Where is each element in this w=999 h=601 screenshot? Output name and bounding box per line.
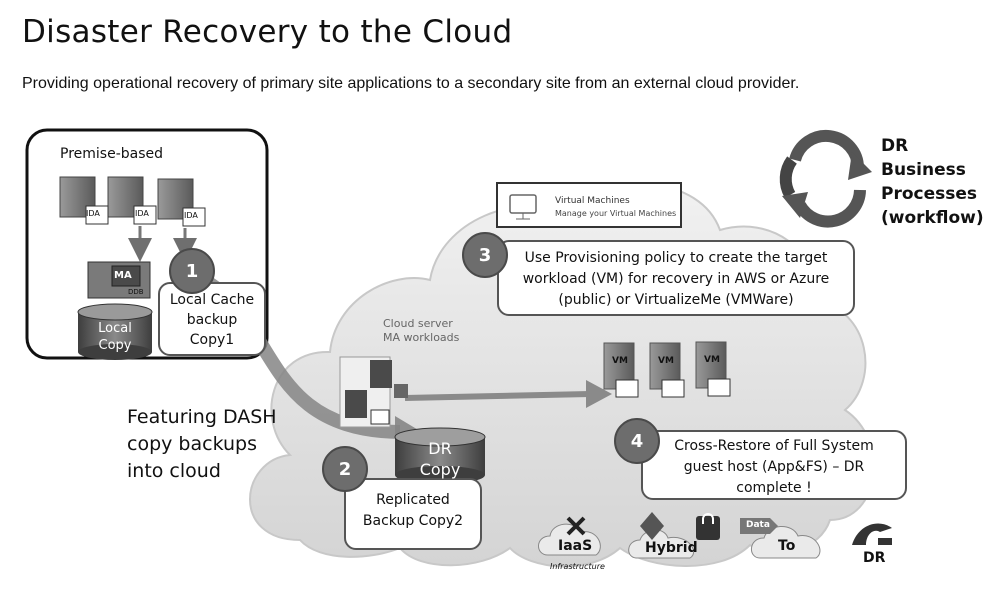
iaas-label: IaaS bbox=[558, 538, 593, 554]
vm-card-subtitle: Manage your Virtual Machines bbox=[555, 209, 677, 218]
dr-label: DR bbox=[863, 550, 886, 566]
page-title: Disaster Recovery to the Cloud bbox=[22, 14, 513, 50]
data-to-cloud-icon bbox=[740, 518, 821, 559]
iaas-cloud-icon bbox=[538, 516, 601, 556]
premise-label: Premise-based bbox=[60, 146, 164, 162]
vm-label: VM bbox=[658, 356, 674, 366]
dr-business-label: DR Business Processes (workflow) bbox=[881, 136, 984, 228]
premise-arrows bbox=[128, 226, 197, 262]
step-3-box: Use Provisioning policy to create the ta… bbox=[497, 240, 855, 316]
vm-label: VM bbox=[612, 356, 628, 366]
vm-label: VM bbox=[704, 355, 720, 365]
ma-label: MA bbox=[114, 270, 132, 281]
dr-copy-label: DR Copy bbox=[419, 439, 461, 479]
step-1-badge: 1 bbox=[169, 248, 215, 294]
cloud-server-label: Cloud server MA workloads bbox=[383, 317, 460, 344]
step-4-badge: 4 bbox=[614, 418, 660, 464]
ida-label: IDA bbox=[135, 209, 149, 218]
to-label: To bbox=[778, 538, 796, 554]
local-copy-cylinder bbox=[77, 303, 153, 360]
virtual-machines-card bbox=[496, 182, 682, 228]
cloud-monitor-icon bbox=[509, 194, 537, 220]
ddb-label: DDB bbox=[128, 288, 144, 296]
page-subtitle: Providing operational recovery of primar… bbox=[22, 75, 800, 92]
local-copy-label: Local Copy bbox=[98, 321, 132, 353]
step-2-box: Replicated Backup Copy2 bbox=[344, 478, 482, 550]
hybrid-label: Hybrid bbox=[645, 540, 698, 556]
hybrid-icon bbox=[628, 512, 720, 559]
ida-label: IDA bbox=[184, 211, 198, 220]
step-3-badge: 3 bbox=[462, 232, 508, 278]
data-label: Data bbox=[746, 520, 770, 530]
vm-arrow bbox=[404, 391, 591, 401]
premise-servers bbox=[59, 176, 206, 227]
cloud-server-icons bbox=[339, 356, 408, 428]
vm-servers bbox=[603, 341, 731, 398]
step-4-box: Cross-Restore of Full System guest host … bbox=[641, 430, 907, 500]
dr-icon bbox=[852, 523, 892, 545]
iaas-sub-label: Infrastructure bbox=[550, 562, 605, 571]
step-2-badge: 2 bbox=[322, 446, 368, 492]
ida-label: IDA bbox=[86, 209, 100, 218]
featuring-dash-label: Featuring DASH copy backups into cloud bbox=[127, 406, 277, 482]
vm-card-title: Virtual Machines bbox=[555, 196, 630, 206]
step-1-box: Local Cache backup Copy1 bbox=[158, 282, 266, 356]
